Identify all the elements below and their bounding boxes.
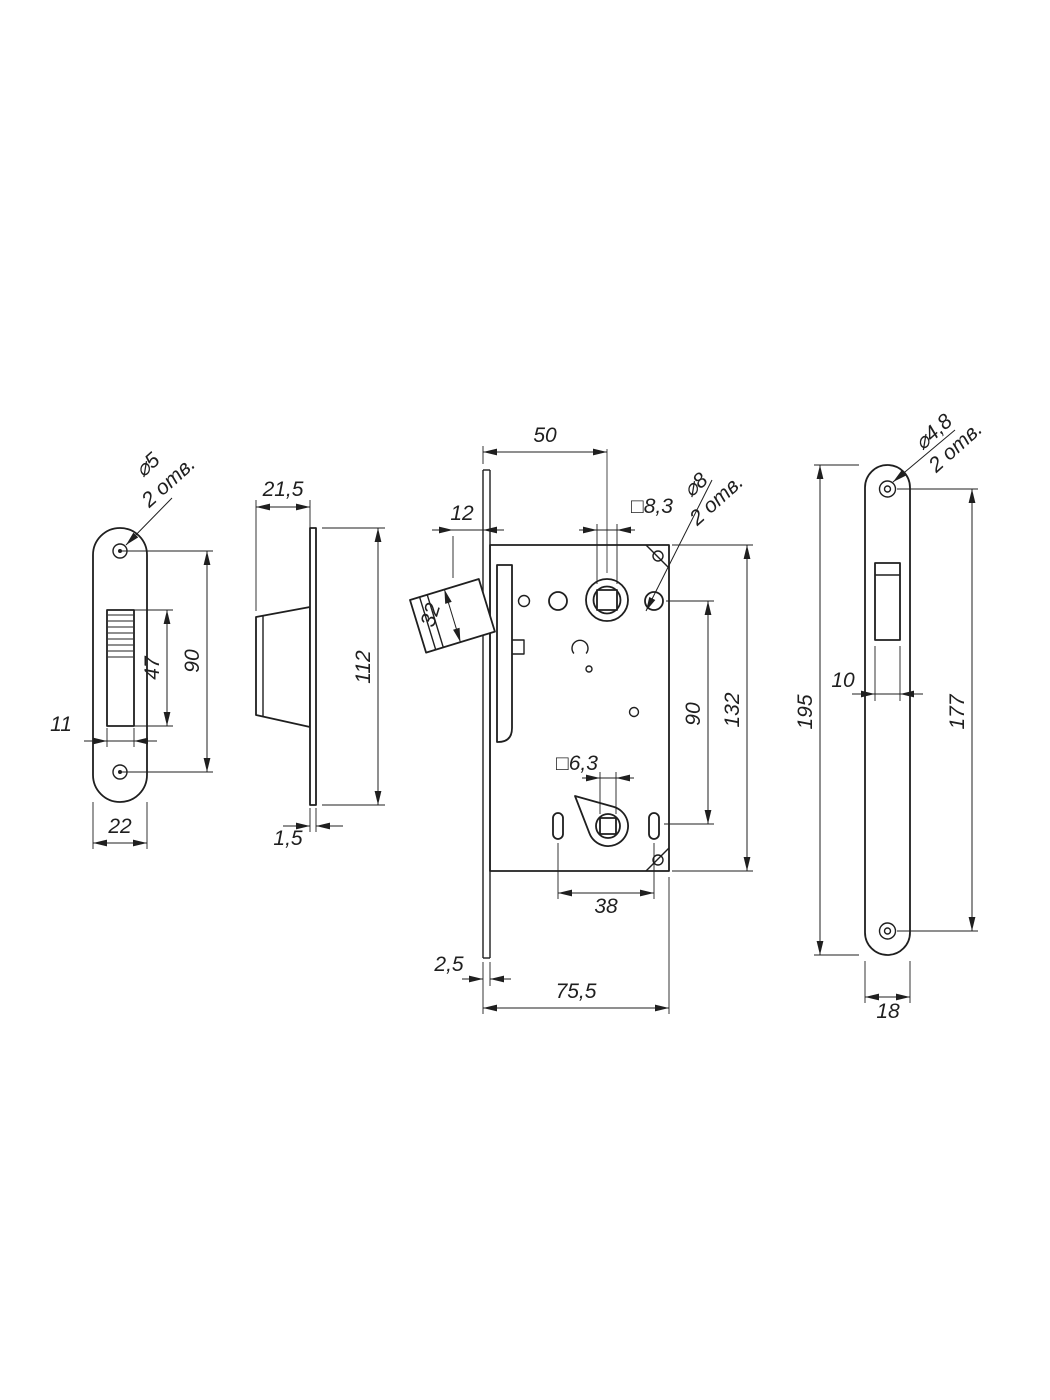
view-faceplate-front: ⌀4,8 2 отв. 195 177 10 18 <box>794 409 987 1023</box>
dim-hub-spacing-label: 90 <box>682 702 705 726</box>
dim-backset-label: 50 <box>533 424 557 447</box>
strike-plate-side-outline <box>309 527 317 806</box>
dim-dustbox-depth-label: 21,5 <box>262 478 304 501</box>
slot-right <box>648 812 660 840</box>
dim-strike-holes-span-label: 90 <box>181 649 204 673</box>
corner-tab-bottom <box>645 847 670 872</box>
strike-latch-hatch <box>108 614 133 658</box>
faceplate-outline <box>864 464 911 956</box>
strike-window <box>106 609 135 727</box>
fix-hole-left <box>548 591 568 611</box>
strike-dust-box <box>255 606 311 728</box>
wc-square-hole <box>599 817 617 835</box>
spindle-square-hole <box>596 589 618 611</box>
dim-wc-square-label: □6,3 <box>556 752 598 775</box>
dim-strike-height-label: 112 <box>352 650 375 684</box>
dim-strike-window-h-label: 47 <box>141 655 164 680</box>
spring-clip <box>571 639 589 654</box>
dim-faceplate-window-w-label: 10 <box>831 669 855 692</box>
case-hole-mid <box>628 706 640 718</box>
view-strike-plate-side: 21,5 112 1,5 <box>255 478 385 850</box>
fix-hole-leader <box>645 479 713 612</box>
faceplate-latch-window <box>874 562 901 641</box>
dim-spindle-square-label: □8,3 <box>631 495 673 518</box>
dim-strike-window-w-label: 11 <box>50 713 72 736</box>
strike-dia-leader <box>125 497 173 546</box>
view-strike-plate-front: ⌀5 2 отв. 90 47 11 22 <box>50 448 213 849</box>
dim-latch-offset-label: 12 <box>450 502 474 525</box>
dim-latch-width <box>443 589 461 643</box>
faceplate-screw-hole-top <box>878 480 897 498</box>
dim-body-height-label: 132 <box>721 692 744 727</box>
view-lock-body: 32 50 12 □8,3 <box>409 424 753 1014</box>
dim-slot-spacing-label: 38 <box>594 895 618 918</box>
dim-faceplate-width-label: 18 <box>876 1000 900 1023</box>
faceplate-screw-hole-bottom <box>878 922 897 940</box>
faceplate-dia-leader <box>892 429 956 483</box>
dim-faceplate-thickness-label: 2,5 <box>433 953 464 976</box>
dim-strike-thickness-label: 1,5 <box>273 827 303 850</box>
dim-strike-width-label: 22 <box>107 815 132 838</box>
dim-body-depth-label: 75,5 <box>556 980 597 1003</box>
dim-faceplate-height-label: 195 <box>794 694 817 729</box>
slot-left <box>552 812 564 840</box>
dim-faceplate-screw-spacing-label: 177 <box>946 693 969 729</box>
latch-lever <box>496 564 513 743</box>
lock-body-outline <box>489 544 670 872</box>
pivot-pin <box>517 594 531 608</box>
corner-tab-top <box>645 544 670 569</box>
